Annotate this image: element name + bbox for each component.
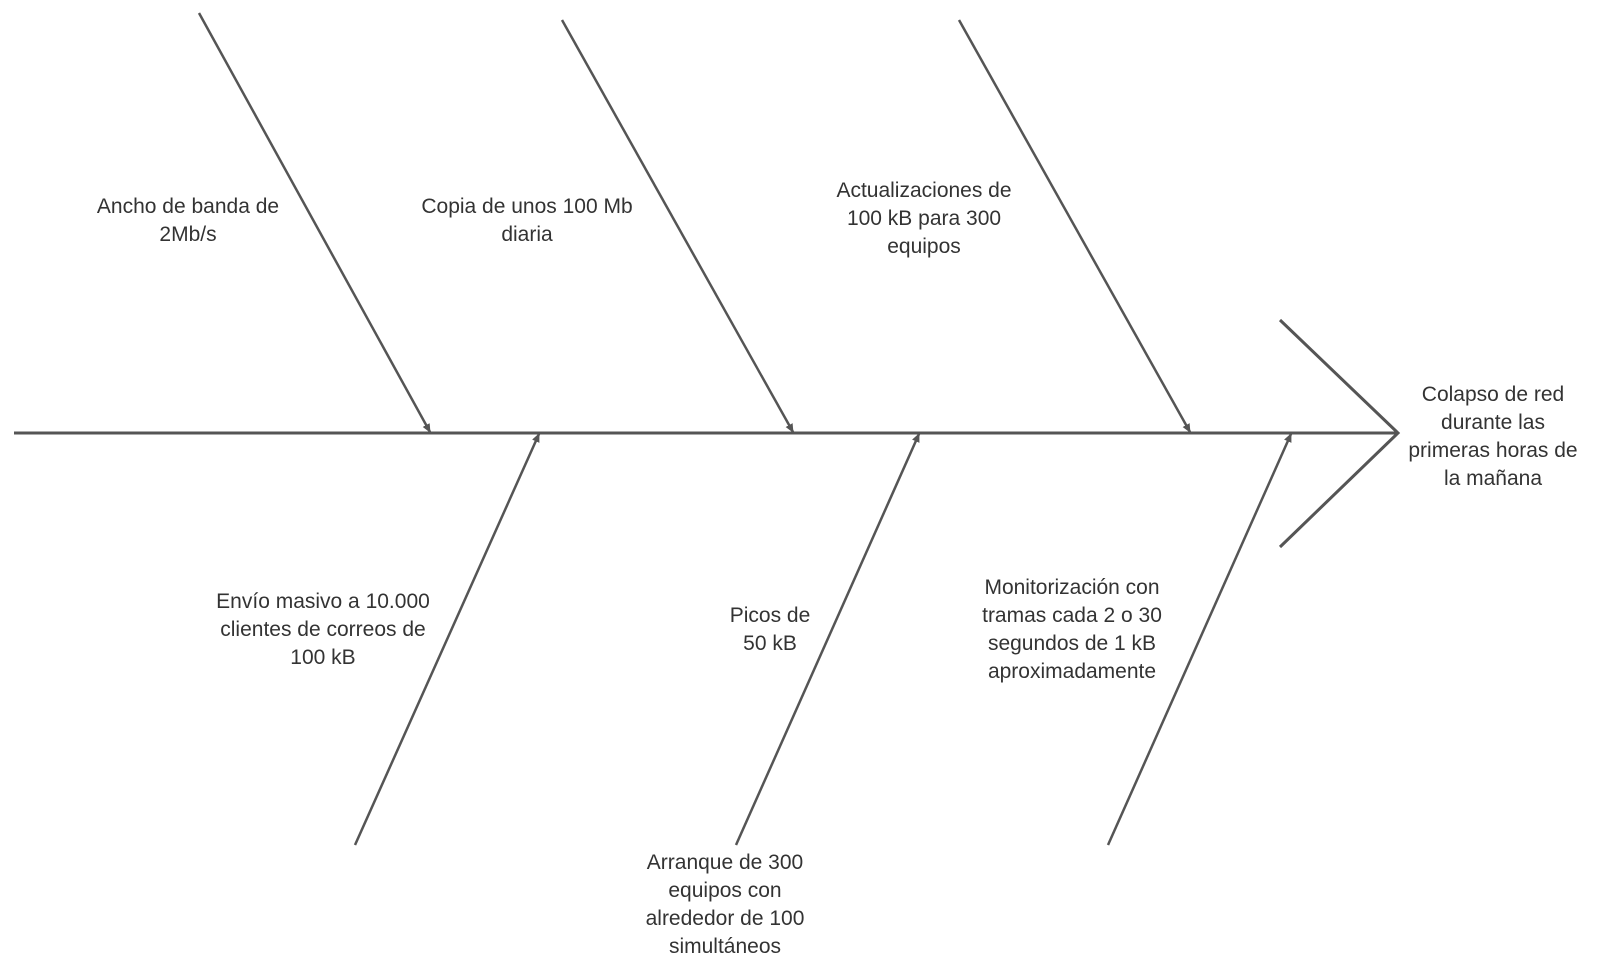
cause-label-daily-copy: Copia de unos 100 Mb diaria xyxy=(421,195,633,246)
cause-label-updates: Actualizaciones de 100 kB para 300 equip… xyxy=(836,179,1012,258)
bone-bottom-3 xyxy=(1106,433,1293,846)
effect-label: Colapso de red durante las primeras hora… xyxy=(1408,383,1578,490)
bone-top-1 xyxy=(197,12,432,433)
cause-label-monitoring: Monitorización con tramas cada 2 o 30 se… xyxy=(982,576,1162,683)
bone-top-3 xyxy=(957,19,1192,433)
bone-bottom-2 xyxy=(734,433,921,846)
cause-label-bandwidth: Ancho de banda de 2Mb/s xyxy=(96,195,280,246)
fish-head xyxy=(1278,318,1401,549)
cause-label-peaks: Picos de 50 kB xyxy=(729,604,811,655)
bone-top-2 xyxy=(560,19,795,433)
bone-bottom-1 xyxy=(353,433,541,846)
cause-label-startup: Arranque de 300 equipos con alrededor de… xyxy=(645,851,805,958)
cause-label-mass-mailing: Envío masivo a 10.000 clientes de correo… xyxy=(216,590,430,669)
